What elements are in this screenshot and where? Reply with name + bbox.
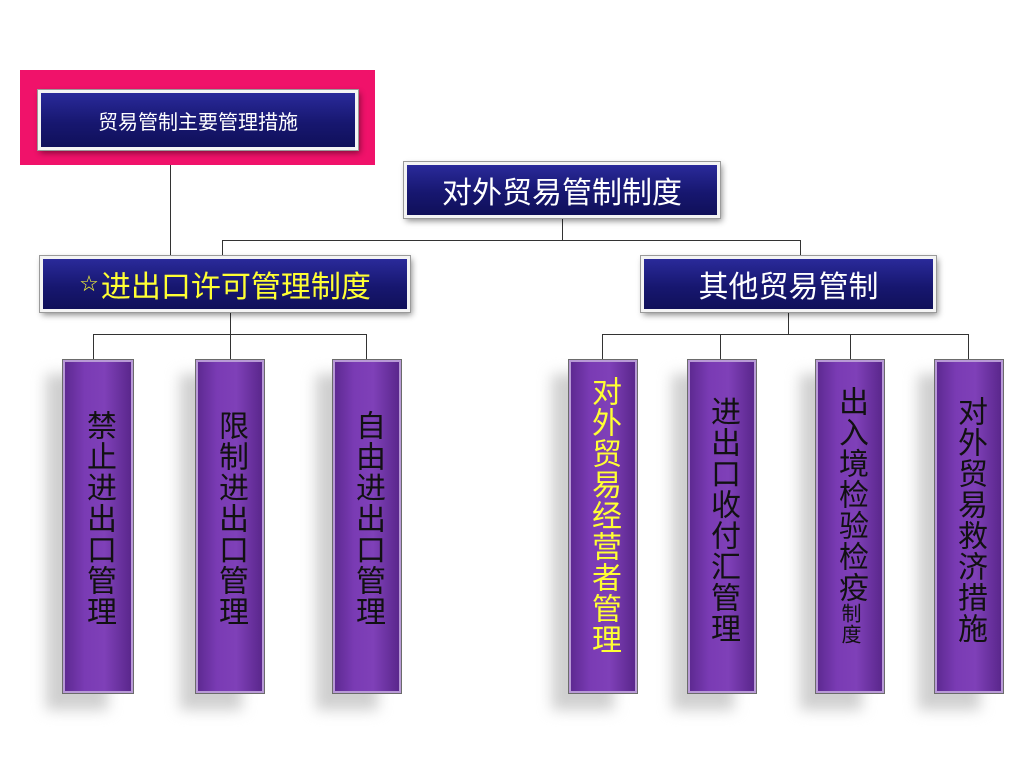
leaf-label: 限制进出口管理 <box>213 410 248 627</box>
title-connector-line <box>170 165 171 257</box>
root-bar-line <box>222 240 801 241</box>
leaf-label: 自由进出口管理 <box>350 410 385 627</box>
left-drop-line <box>222 240 223 256</box>
right-col-drop-3 <box>850 334 851 360</box>
leaf-entry-exit-inspection: 出入境检验检疫制度 <box>816 360 884 693</box>
root-stem-line <box>562 218 563 240</box>
leaf-label: 进出口收付汇管理 <box>705 396 740 644</box>
leaf-label-main: 出入境检验检疫 <box>833 386 868 603</box>
leaf-foreign-trade-operators: 对外贸易经营者管理 <box>569 360 637 693</box>
leaf-trade-remedy: 对外贸易救济措施 <box>935 360 1003 693</box>
left-branch-stem <box>230 312 231 334</box>
root-node-label: 对外贸易管制制度 <box>442 176 682 211</box>
page-title-text: 贸易管制主要管理措施 <box>98 109 298 134</box>
right-branch-stem <box>788 312 789 334</box>
leaf-restricted-import-export: 限制进出口管理 <box>196 360 264 693</box>
leaf-label: 对外贸易救济措施 <box>952 396 987 644</box>
right-col-drop-4 <box>968 334 969 360</box>
leaf-prohibited-import-export: 禁止进出口管理 <box>63 360 133 693</box>
branch-node-import-export-license: ☆ 进出口许可管理制度 <box>40 256 410 312</box>
left-col-drop-3 <box>366 334 367 360</box>
right-branch-bar <box>602 334 969 335</box>
right-col-drop-2 <box>720 334 721 360</box>
leaf-label: 禁止进出口管理 <box>81 410 116 627</box>
page-title: 贸易管制主要管理措施 <box>38 90 358 150</box>
leaf-free-import-export: 自由进出口管理 <box>333 360 401 693</box>
branch-node-other-trade-control: 其他贸易管制 <box>641 256 936 312</box>
leaf-label: 对外贸易经营者管理 <box>586 376 621 655</box>
right-col-drop-1 <box>602 334 603 360</box>
leaf-forex-receipt-payment: 进出口收付汇管理 <box>688 360 756 693</box>
root-node: 对外贸易管制制度 <box>404 162 720 218</box>
leaf-label-small: 制度 <box>838 603 862 645</box>
branch-node-label: 进出口许可管理制度 <box>100 270 371 305</box>
leaf-label: 出入境检验检疫制度 <box>833 386 868 645</box>
star-icon: ☆ <box>79 271 99 297</box>
left-col-drop-1 <box>93 334 94 360</box>
left-col-drop-2 <box>230 334 231 360</box>
right-drop-line <box>800 240 801 256</box>
branch-node-label: 其他贸易管制 <box>698 270 879 305</box>
